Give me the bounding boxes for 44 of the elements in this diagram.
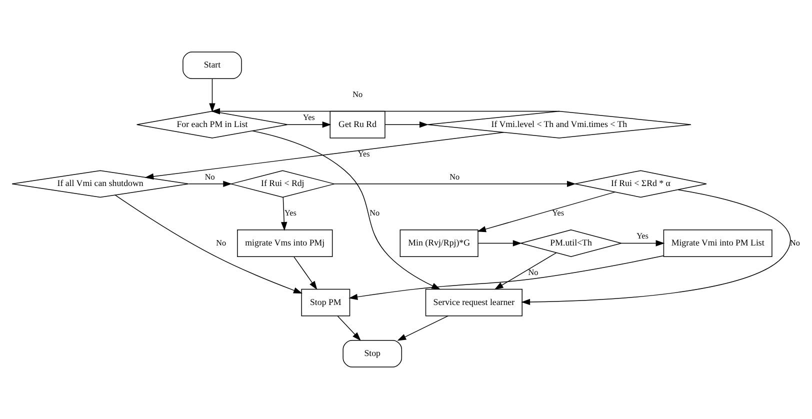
edge-label: Yes	[358, 149, 370, 158]
edge-label: No	[370, 208, 380, 218]
node-box: Stop PM	[301, 288, 350, 316]
node-diamond: If Rui < ΣRd * α	[574, 170, 707, 198]
node-diamond: If all Vmi can shutdown	[12, 170, 189, 198]
arrow	[521, 189, 791, 306]
arrow	[294, 256, 318, 290]
node-diamond: PM.util<Th	[519, 230, 623, 257]
arrow	[348, 255, 664, 300]
edge-label: No	[352, 90, 363, 100]
arrow	[337, 316, 361, 341]
node-diamond: For each PM in List	[136, 110, 288, 138]
arrow	[211, 108, 560, 114]
edge-label: Yes	[552, 208, 564, 218]
node-diamond: If Vmi.level < Th and Vmi.times < Th	[427, 110, 692, 138]
arrow	[478, 240, 522, 246]
node-diamond: If Rui < Rdj	[230, 170, 335, 198]
arrow	[397, 316, 448, 341]
arrow	[188, 180, 232, 188]
arrow	[334, 180, 576, 188]
arrow	[494, 252, 557, 290]
edge-label: No	[216, 238, 226, 248]
edge-label: Yes	[636, 232, 648, 241]
node-box: Start	[182, 52, 242, 80]
edge-label: Yes	[284, 208, 296, 218]
edge-label: No	[790, 238, 800, 248]
edge-label: No	[204, 172, 215, 182]
arrow	[620, 240, 665, 246]
node-box: Min (Rvj/Rpj)*G	[400, 230, 478, 257]
arrow	[384, 122, 428, 128]
node-box: migrate Vms into PMj	[237, 230, 333, 257]
arrow	[209, 78, 216, 112]
edge-label: Yes	[303, 113, 315, 122]
arrow	[280, 196, 288, 231]
edge-label: No	[450, 172, 460, 182]
node-box: Migrate Vmi into PM List	[663, 230, 772, 257]
arrow	[114, 194, 302, 294]
arrow	[287, 122, 332, 128]
node-box: Get Ru Rd	[330, 110, 386, 138]
arrow	[144, 132, 504, 180]
edge-label: No	[528, 268, 538, 277]
arrow	[477, 192, 616, 232]
node-box: Service request learner	[425, 288, 522, 316]
node-box: Stop	[342, 340, 402, 368]
